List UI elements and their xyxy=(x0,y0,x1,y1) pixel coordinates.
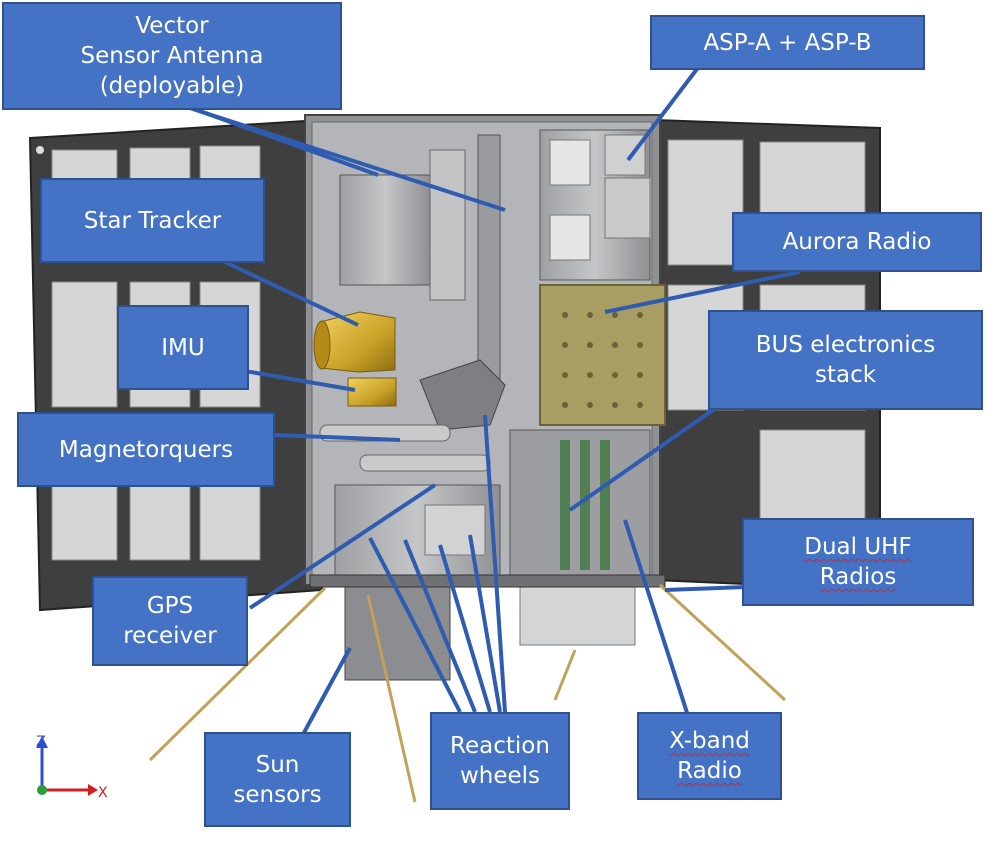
label-bus-line1: BUS electronics xyxy=(755,332,936,358)
label-gps-line2: receiver xyxy=(123,623,217,649)
x-axis-label: X xyxy=(98,785,108,801)
label-xband-radio: X-band Radio xyxy=(637,712,782,800)
label-reaction-wheels: Reaction wheels xyxy=(430,712,570,810)
label-imu: IMU xyxy=(117,305,249,390)
z-axis-label: Z xyxy=(36,734,46,750)
antenna-rods xyxy=(148,583,787,803)
label-star-tracker-text: Star Tracker xyxy=(83,207,222,234)
label-vector-line3: (deployable) xyxy=(99,73,245,99)
label-dual-uhf-line2: Radios xyxy=(819,564,897,590)
label-sun-line1: Sun xyxy=(255,751,300,778)
label-asp: ASP-A + ASP-B xyxy=(650,15,925,70)
label-star-tracker: Star Tracker xyxy=(40,178,265,263)
label-aurora-radio: Aurora Radio xyxy=(732,212,982,272)
satellite-body xyxy=(304,114,666,681)
label-reaction-line2: wheels xyxy=(459,763,541,789)
label-asp-text: ASP-A + ASP-B xyxy=(703,29,872,56)
label-gps-line1: GPS xyxy=(146,593,194,619)
label-imu-text: IMU xyxy=(161,334,205,361)
label-aurora-radio-text: Aurora Radio xyxy=(782,229,932,255)
label-reaction-line1: Reaction xyxy=(450,733,550,759)
label-gps-receiver: GPS receiver xyxy=(92,576,248,666)
axis-triad xyxy=(36,736,98,796)
label-vector-antenna: Vector Sensor Antenna (deployable) xyxy=(2,2,342,110)
label-sun-sensors: Sun sensors xyxy=(204,732,351,827)
label-bus-line2: stack xyxy=(814,362,877,388)
label-xband-line1: X-band xyxy=(669,728,750,754)
label-bus-electronics: BUS electronics stack xyxy=(708,310,983,410)
label-magnetorquers: Magnetorquers xyxy=(17,412,275,487)
label-dual-uhf-line1: Dual UHF xyxy=(804,534,912,560)
label-sun-line2: sensors xyxy=(233,781,322,808)
label-vector-line2: Sensor Antenna xyxy=(80,43,264,69)
label-vector-line1: Vector xyxy=(135,13,209,39)
label-magnetorquers-text: Magnetorquers xyxy=(58,436,234,463)
label-xband-line2: Radio xyxy=(677,758,742,784)
label-dual-uhf: Dual UHF Radios xyxy=(742,518,974,606)
